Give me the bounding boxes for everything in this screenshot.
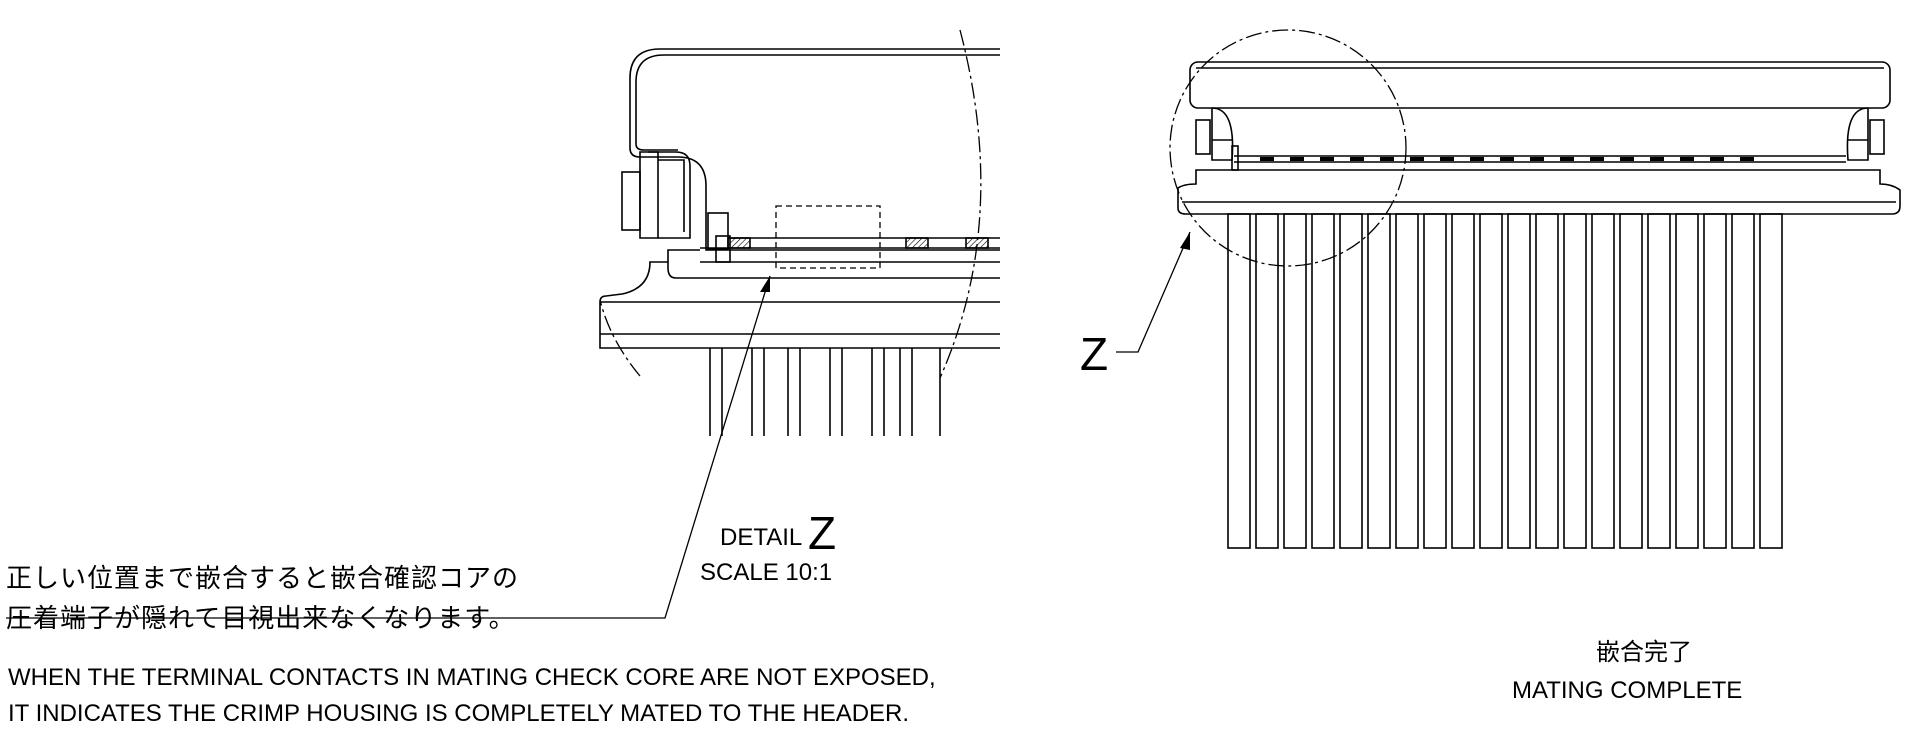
housing-top bbox=[1189, 61, 1891, 109]
detail-title: DETAIL Z bbox=[720, 510, 836, 556]
header-pins bbox=[1227, 213, 1783, 549]
detail-pins bbox=[709, 348, 941, 436]
note-jp-line1: 正しい位置まで嵌合すると嵌合確認コアの bbox=[6, 564, 520, 594]
note-en-line1: WHEN THE TERMINAL CONTACTS IN MATING CHE… bbox=[8, 664, 936, 691]
detail-view bbox=[599, 48, 1000, 436]
status-en: MATING COMPLETE bbox=[1512, 677, 1743, 704]
detail-latch bbox=[621, 171, 641, 231]
header-base bbox=[1177, 169, 1901, 215]
note-en-line2: IT INDICATES THE CRIMP HOUSING IS COMPLE… bbox=[8, 700, 910, 727]
note-jp-line2: 圧着端子が隠れて目視出来なくなります。 bbox=[6, 604, 516, 634]
detail-housing bbox=[629, 48, 1000, 251]
detail-scale: SCALE 10:1 bbox=[700, 559, 833, 586]
leader-detail bbox=[6, 275, 771, 619]
leader-z bbox=[1116, 231, 1191, 353]
detail-boundary bbox=[599, 29, 982, 379]
detail-z-circle bbox=[1169, 29, 1407, 267]
status-jp: 嵌合完了 bbox=[1596, 638, 1692, 666]
detail-word: DETAIL bbox=[720, 524, 802, 551]
detail-window bbox=[775, 205, 881, 269]
callout-letter: Z bbox=[1080, 328, 1109, 380]
detail-letter: Z bbox=[808, 507, 837, 559]
detail-header bbox=[667, 249, 1000, 279]
mated-connector bbox=[1177, 61, 1901, 549]
